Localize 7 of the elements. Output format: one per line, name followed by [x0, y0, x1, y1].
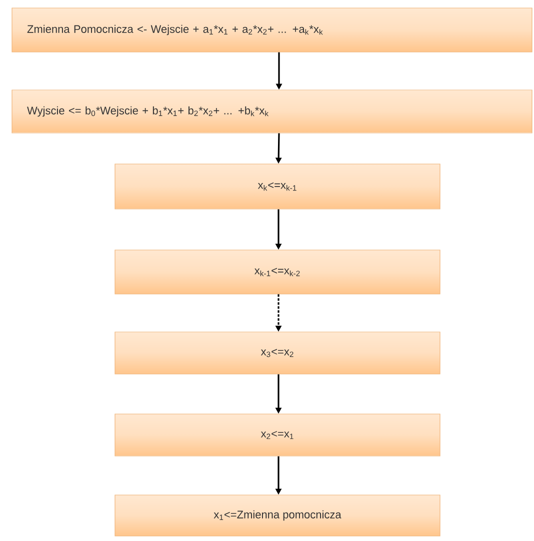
process-box: x$_{1}$<=Zmienna pomocnicza — [114, 494, 440, 536]
process-box: Wyjscie <= b$_{0}$*Wejscie + b$_{1}$*x$_{1}$+ b$_{2}$*x$_{2}$+ ... +b$_{k}$*x$_{k}$ — [12, 90, 532, 134]
process-box: x$_{3}$<=x$_{2}$ — [114, 332, 440, 374]
process-box: x$_{k}$<=x$_{k-1}$ — [114, 164, 440, 210]
process-box: Zmienna Pomocnicza <- Wejscie + a$_{1}$*x$_{1}$ + a$_{2}$*x$_{2}$+ ... +a$_{k}$*x$_{k}$ — [12, 8, 532, 52]
process-box: x$_{2}$<=x$_{1}$ — [114, 414, 440, 456]
process-box: x$_{k-1}$<=x$_{k-2}$ — [114, 250, 440, 294]
